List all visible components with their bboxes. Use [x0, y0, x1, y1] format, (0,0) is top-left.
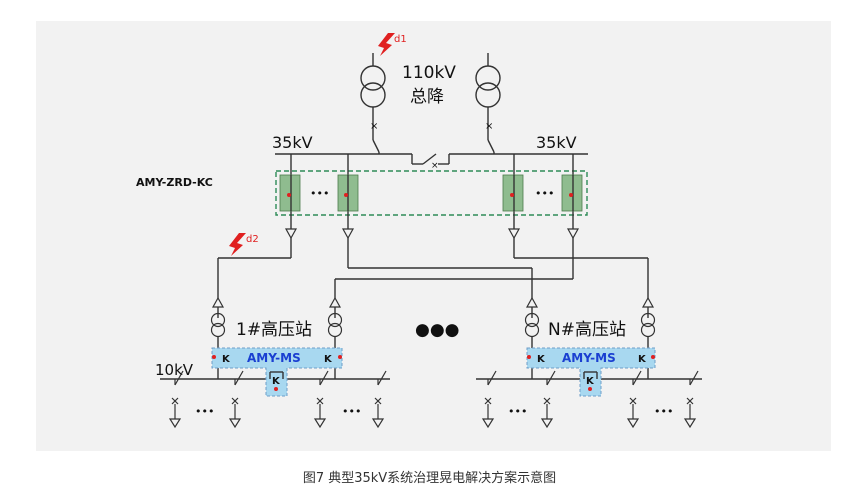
ms-unit-n-k-right: K	[638, 354, 647, 365]
bus-coupler: ×	[411, 153, 450, 171]
fault-d2-label: d2	[246, 234, 259, 245]
kc-ellipsis-right: •••	[535, 187, 554, 200]
feeder-ellipsis-1: •••	[195, 405, 214, 418]
bus-tie-left	[269, 371, 284, 379]
main-substation-label: 总降	[410, 87, 444, 107]
ms-unit-n-label: AMY-MS	[562, 351, 616, 365]
fault-d1-lightning-icon	[378, 33, 395, 56]
kc-dashed-box	[275, 170, 588, 216]
feeder-ellipsis-4: •••	[654, 405, 673, 418]
kc-module-2	[337, 174, 359, 212]
ms-unit-n-k-bottom: K	[586, 376, 595, 387]
device-kc-label: AMY-ZRD-KC	[136, 176, 213, 189]
ms-unit-1-label: AMY-MS	[247, 351, 301, 365]
kc-ellipsis-left: •••	[310, 187, 329, 200]
breaker-x-mark: ×	[370, 121, 378, 132]
kc-module-4	[561, 174, 583, 212]
bus-10kv-label: 10kV	[155, 361, 194, 379]
ms-unit-1-k-left: K	[222, 354, 231, 365]
cable-routing	[217, 238, 649, 298]
feeder-ellipsis-3: •••	[508, 405, 527, 418]
disconnector-right	[487, 139, 495, 153]
substation-ellipsis: ●●●	[415, 320, 460, 340]
substation-1-label: 1#高压站	[236, 320, 312, 340]
disconnector-left	[372, 139, 380, 153]
kc-output-arrows	[284, 228, 580, 240]
svg-text:×: ×	[431, 161, 439, 171]
bus-tie-right	[583, 371, 598, 379]
ms-unit-1-k-right: K	[324, 354, 333, 365]
breaker-x-mark: ×	[485, 121, 493, 132]
kc-module-3	[502, 174, 524, 212]
main-transformer-left	[360, 65, 386, 108]
substation-incoming-arrows	[211, 296, 655, 318]
bus-35kv-right-label: 35kV	[536, 133, 577, 152]
fault-d1-label: d1	[394, 34, 407, 45]
outgoing-feeders	[169, 370, 699, 428]
figure-caption: 图7 典型35kV系统治理晃电解决方案示意图	[302, 471, 557, 486]
main-transformer-right	[475, 65, 501, 108]
fault-d2-lightning-icon	[229, 233, 246, 256]
substation-n-label: N#高压站	[548, 320, 626, 340]
ms-unit-n-k-left: K	[537, 354, 546, 365]
main-voltage-label: 110kV	[402, 63, 456, 83]
bus-35kv-left-label: 35kV	[272, 133, 313, 152]
feeder-ellipsis-2: •••	[342, 405, 361, 418]
kc-module-1	[279, 174, 301, 212]
ms-unit-1-k-bottom: K	[272, 376, 281, 387]
